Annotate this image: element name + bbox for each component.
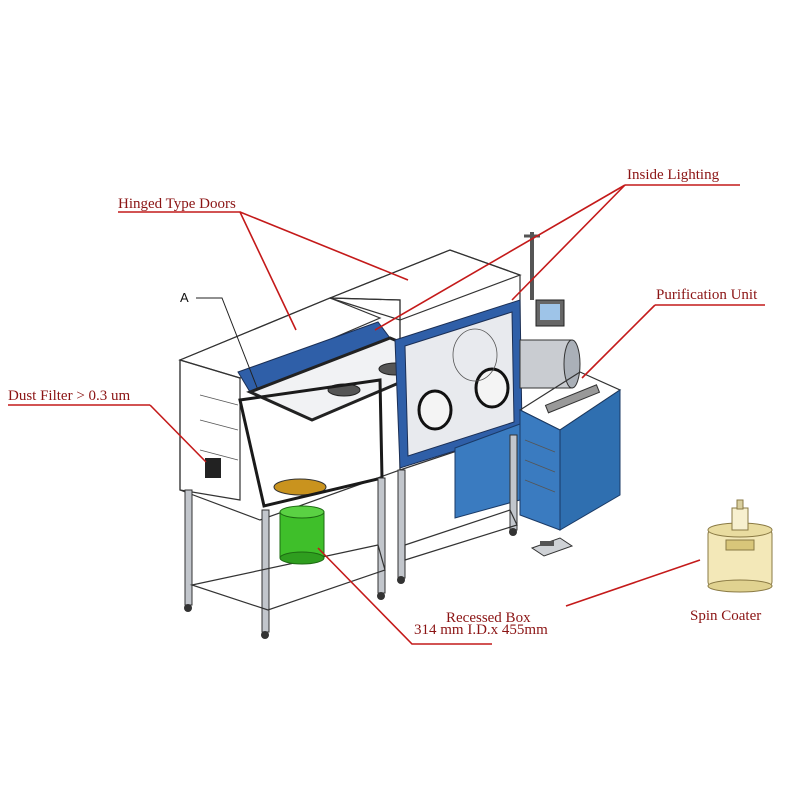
recessed-box	[279, 505, 325, 565]
recessed-box-label: Recessed Box	[446, 610, 531, 626]
antechamber	[519, 339, 581, 389]
recessed-box-dimensions: 314 mm I.D.x 455mm	[414, 622, 548, 638]
purification-unit-label: Purification Unit	[656, 287, 758, 303]
spin-coater	[707, 499, 773, 593]
spin-coater-label: Spin Coater	[690, 608, 762, 624]
detail-marker-a: A	[180, 290, 189, 305]
leader-lines	[8, 184, 765, 645]
right-chamber	[328, 249, 523, 471]
purification-unit	[518, 232, 622, 531]
dust-filter-label: Dust Filter > 0.3 um	[8, 388, 131, 404]
foot-pedal	[530, 537, 574, 557]
inside-lighting-label: Inside Lighting	[627, 167, 720, 183]
dust-filter	[205, 458, 221, 478]
hinged-doors-label: Hinged Type Doors	[118, 196, 236, 212]
